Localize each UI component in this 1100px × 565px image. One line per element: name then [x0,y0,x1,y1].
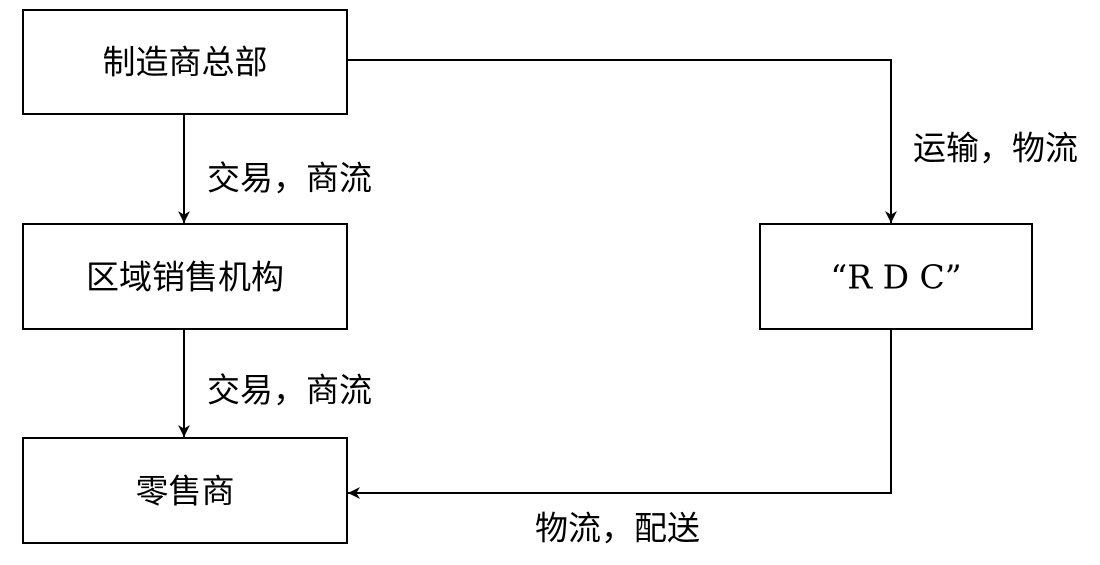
edge-region-to-retailer: 交易，商流 [178,329,372,437]
node-label-retailer: 零售商 [136,472,235,511]
edge-label-hq-to-region: 交易，商流 [207,159,372,198]
edge-label-rdc-to-retailer: 物流，配送 [535,509,700,548]
edge-label-hq-to-rdc: 运输，物流 [913,129,1078,168]
node-box [759,223,1033,330]
node-label-rdc: “R D C” [830,258,961,297]
edge-rdc-to-retailer: 物流，配送 [348,329,892,548]
edge-arrow [348,329,892,499]
node-rdc: “R D C” [759,223,1033,330]
node-retailer: 零售商 [22,437,348,544]
node-label-hq: 制造商总部 [103,43,268,82]
node-box [22,9,348,115]
edge-hq-to-region: 交易，商流 [178,114,372,223]
node-box [22,223,348,330]
node-label-region: 区域销售机构 [86,258,284,297]
edge-arrow [347,59,897,223]
node-manufacturer-hq: 制造商总部 [22,9,348,115]
node-regional-sales: 区域销售机构 [22,223,348,330]
node-box [22,437,348,544]
edge-label-region-to-retailer: 交易，商流 [207,371,372,410]
edge-hq-to-rdc: 运输，物流 [347,59,1078,223]
